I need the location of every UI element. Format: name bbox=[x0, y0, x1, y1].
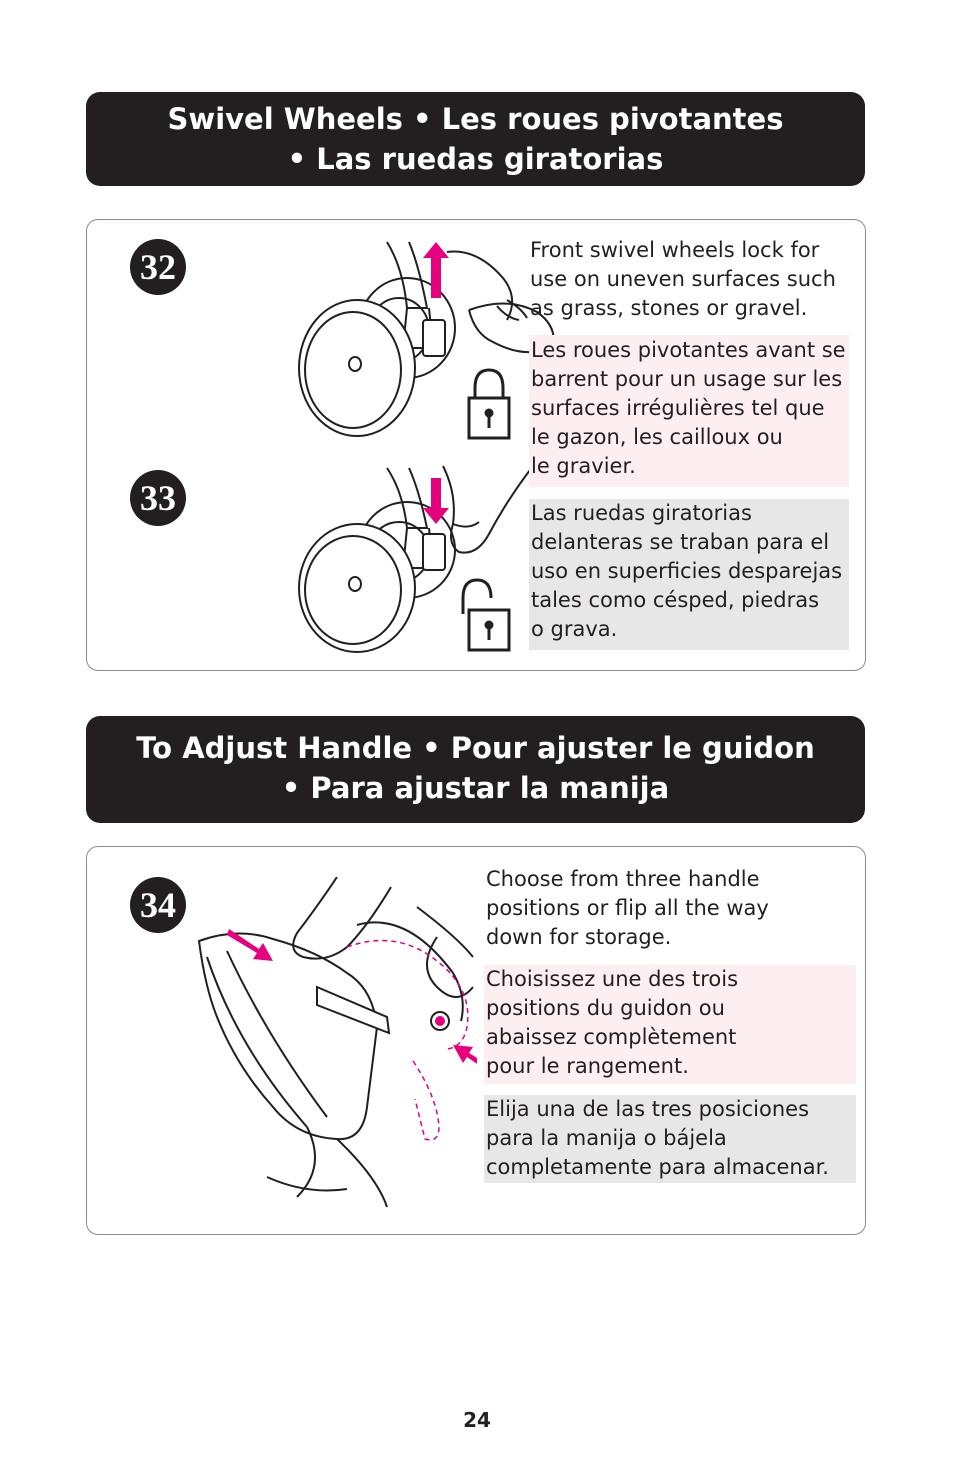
adjust-handle-heading: To Adjust Handle • Pour ajuster le guido… bbox=[86, 716, 865, 823]
swivel-wheels-panel: 32 33 bbox=[86, 219, 866, 671]
adjust-handle-heading-line2: • Para ajustar la manija bbox=[281, 771, 670, 805]
pink-arrow-down-icon bbox=[423, 478, 449, 524]
swivel-text-fr: Les roues pivotantes avant se barrent po… bbox=[529, 335, 849, 487]
pink-arrow-up-icon bbox=[423, 242, 449, 298]
step-34-badge: 34 bbox=[130, 877, 186, 933]
swivel-wheels-heading: Swivel Wheels • Les roues pivotantes • L… bbox=[86, 92, 865, 186]
step-32-badge: 32 bbox=[130, 239, 186, 295]
handle-text-fr: Choisissez une des trois positions du gu… bbox=[484, 965, 856, 1084]
step-33-badge: 33 bbox=[130, 470, 186, 526]
handle-text-en: Choose from three handle positions or fl… bbox=[486, 867, 769, 949]
wheel-lock-down-illustration bbox=[298, 465, 534, 653]
wheel-lock-up-illustration bbox=[298, 241, 555, 440]
adjust-handle-heading-line1: To Adjust Handle • Pour ajuster le guido… bbox=[136, 731, 815, 765]
swivel-text-en: Front swivel wheels lock for use on unev… bbox=[530, 238, 836, 320]
handle-adjust-illustration bbox=[197, 877, 477, 1208]
lock-open-icon bbox=[461, 578, 511, 652]
handle-text-es: Elija una de las tres posiciones para la… bbox=[484, 1095, 856, 1183]
lock-closed-icon bbox=[467, 368, 511, 440]
pink-arrow-left-icon bbox=[227, 929, 273, 961]
swivel-text-es: Las ruedas giratorias delanteras se trab… bbox=[529, 499, 849, 650]
page-number: 24 bbox=[463, 1408, 491, 1432]
swivel-wheels-heading-line1: Swivel Wheels • Les roues pivotantes bbox=[167, 102, 784, 136]
pink-arrow-right-icon bbox=[453, 1045, 477, 1064]
adjust-handle-panel: 34 Choose fro bbox=[86, 846, 866, 1235]
swivel-wheels-heading-line2: • Las ruedas giratorias bbox=[287, 142, 664, 176]
